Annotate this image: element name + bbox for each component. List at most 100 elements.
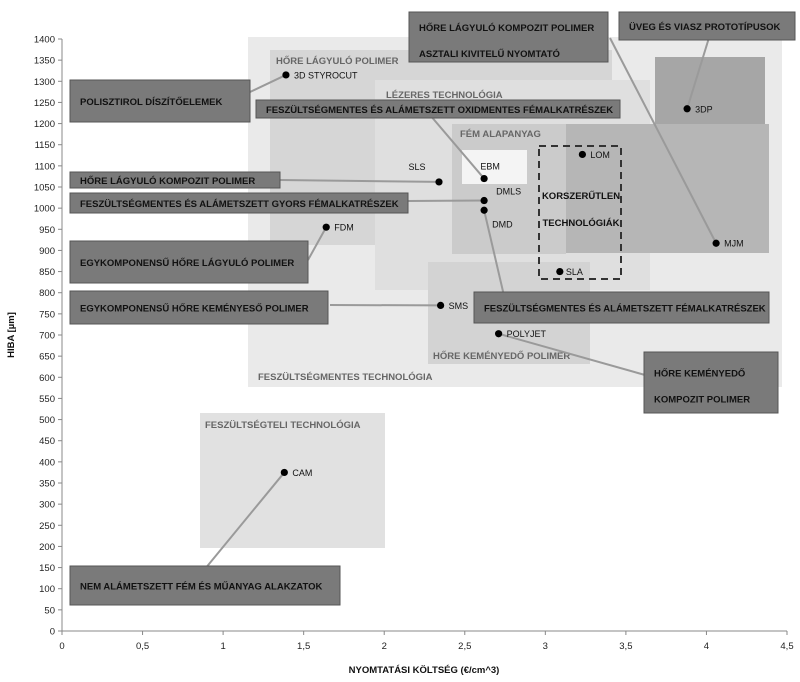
point-label: 3DP	[695, 104, 713, 114]
data-point	[556, 267, 564, 276]
y-tick-label: 450	[39, 436, 55, 447]
y-tick-label: 250	[39, 521, 55, 532]
x-tick-label: 2	[382, 641, 387, 652]
callout-text: FESZÜLTSÉGMENTES ÉS ALÁMETSZETT OXIDMENT…	[266, 105, 613, 116]
y-tick-label: 950	[39, 225, 55, 236]
dashed-box-label: TECHNOLÓGIÁK	[542, 217, 619, 229]
y-tick-label: 1000	[34, 204, 55, 215]
leader-line	[279, 179, 440, 183]
data-point	[435, 178, 443, 186]
y-tick-label: 500	[39, 415, 55, 426]
point-label: EBM	[480, 162, 500, 172]
y-tick-label: 650	[39, 352, 55, 363]
callout-box	[69, 79, 251, 123]
region-block	[566, 124, 769, 253]
callout-text: ASZTALI KIVITELŰ NYOMTATÓ	[419, 48, 560, 60]
y-tick-label: 850	[39, 267, 55, 278]
callout-box	[69, 171, 281, 189]
y-tick-label: 1350	[34, 56, 55, 67]
point-label: SMS	[449, 301, 469, 311]
point-label: CAM	[292, 468, 312, 478]
callout-text: HŐRE KEMÉNYEDŐ	[654, 368, 745, 380]
region-label: HŐRE LÁGYULÓ POLIMER	[276, 55, 399, 67]
y-tick-label: 800	[39, 288, 55, 299]
leader-line	[199, 471, 286, 576]
leader-line	[609, 37, 717, 244]
y-tick-label: 550	[39, 394, 55, 405]
points-layer: 3D STYROCUT3DPLOMEBMSLSDMLSDMDFDMMJMSLAS…	[280, 70, 744, 478]
dashed-box	[538, 145, 622, 280]
callout-text: EGYKOMPONENSŰ HŐRE LÁGYULÓ POLIMER	[80, 257, 294, 269]
y-tick-label: 750	[39, 309, 55, 320]
point-label: DMLS	[496, 187, 521, 197]
x-tick-label: 0,5	[136, 641, 149, 652]
x-axis-title: NYOMTATÁSI KÖLTSÉG (€/cm^3)	[349, 665, 500, 676]
x-tick-label: 1	[220, 641, 225, 652]
y-tick-label: 100	[39, 584, 55, 595]
data-point	[683, 105, 691, 113]
y-tick-label: 900	[39, 246, 55, 257]
axes-layer: 0501001502002503003504004505005506006507…	[34, 35, 794, 653]
region-7	[200, 413, 385, 548]
y-tick-label: 1150	[35, 140, 55, 151]
data-point	[578, 150, 586, 159]
callout-box	[255, 99, 621, 119]
point-label: SLA	[566, 267, 583, 277]
callout-box	[69, 290, 329, 325]
x-tick-label: 3,5	[619, 641, 632, 652]
callout-text: HŐRE LÁGYULÓ KOMPOZIT POLIMER	[419, 22, 594, 34]
point-label: LOM	[590, 150, 610, 160]
y-tick-label: 700	[39, 331, 55, 342]
region-label: FÉM ALAPANYAG	[460, 129, 541, 140]
callout-box	[69, 240, 309, 284]
x-tick-label: 0	[59, 641, 64, 652]
region-label: HŐRE KEMÉNYEDŐ POLIMER	[433, 350, 570, 362]
leader-line	[483, 210, 506, 301]
y-tick-label: 150	[39, 563, 55, 574]
point-label: 3D STYROCUT	[294, 70, 358, 80]
y-tick-label: 50	[44, 605, 55, 616]
x-tick-label: 2,5	[458, 641, 471, 652]
y-tick-label: 1100	[35, 161, 55, 172]
callout-text: EGYKOMPONENSŰ HŐRE KEMÉNYESŐ POLIMER	[80, 303, 309, 315]
point-label: DMD	[492, 219, 513, 229]
callout-text: KOMPOZIT POLIMER	[654, 395, 750, 406]
region-label: FESZÜLTSÉGTELI TECHNOLÓGIA	[205, 419, 361, 431]
y-tick-label: 200	[39, 542, 55, 553]
callout-box	[69, 192, 409, 214]
x-tick-label: 1,5	[297, 641, 310, 652]
callout-text: NEM ALÁMETSZETT FÉM ÉS MŰANYAG ALAKZATOK	[80, 581, 323, 593]
y-tick-label: 1250	[34, 98, 55, 109]
point-label: POLYJET	[507, 329, 547, 339]
leader-line	[307, 226, 328, 261]
y-tick-label: 1400	[34, 35, 55, 46]
y-axis-title: HIBA [µm]	[6, 312, 17, 358]
callout-text: ÜVEG ÉS VIASZ PROTOTÍPUSOK	[629, 22, 780, 33]
x-tick-label: 4	[704, 641, 709, 652]
region-block	[462, 150, 527, 184]
point-label: FDM	[334, 223, 354, 233]
region-label: FESZÜLTSÉGMENTES TECHNOLÓGIA	[258, 371, 433, 383]
callout-box	[643, 351, 779, 414]
y-tick-label: 1050	[34, 183, 55, 194]
y-tick-label: 300	[39, 500, 55, 511]
callout-box	[408, 11, 609, 63]
region-5	[452, 124, 566, 254]
y-tick-label: 400	[39, 457, 55, 468]
data-point	[712, 239, 720, 247]
callout-box	[69, 565, 341, 606]
dashed-box-label: KORSZERŰTLEN	[542, 190, 620, 202]
y-tick-label: 0	[50, 627, 55, 638]
point-label: SLS	[408, 162, 425, 172]
callout-text: FESZÜLTSÉGMENTES ÉS ALÁMETSZETT FÉMALKAT…	[484, 304, 766, 315]
data-point	[437, 301, 445, 309]
callout-text: POLISZTIROL DÍSZÍTŐELEMEK	[80, 96, 222, 108]
x-tick-label: 3	[543, 641, 548, 652]
leader-line	[686, 27, 713, 110]
callout-text: HŐRE LÁGYULÓ KOMPOZIT POLIMER	[80, 175, 255, 187]
leader-line	[429, 114, 485, 180]
region-label: LÉZERES TECHNOLÓGIA	[386, 89, 503, 101]
y-tick-label: 600	[39, 373, 55, 384]
leader-line	[249, 74, 287, 93]
